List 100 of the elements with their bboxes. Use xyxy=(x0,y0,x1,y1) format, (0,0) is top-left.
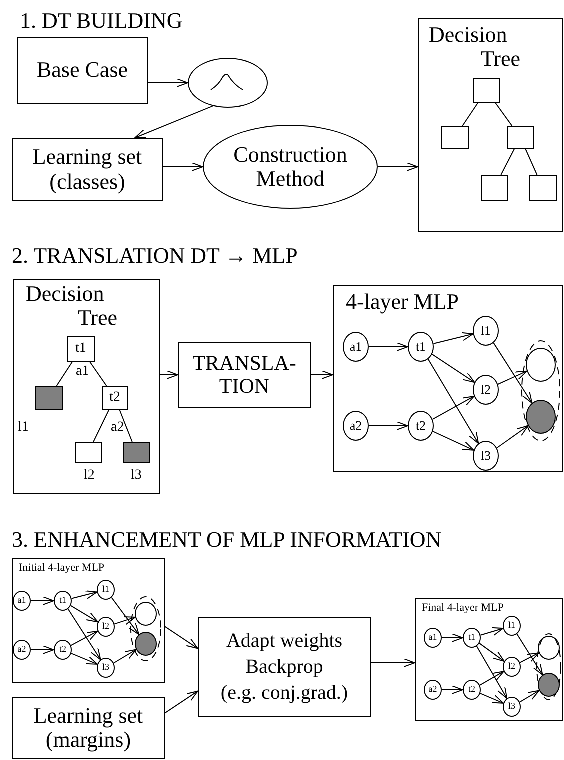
node-label: l2 xyxy=(480,382,492,398)
arrow xyxy=(428,358,480,444)
node-label: t2 xyxy=(468,685,476,695)
node-label: l2 xyxy=(508,662,516,672)
node-label: l1 xyxy=(480,324,492,338)
connector-line xyxy=(462,102,479,126)
arrow xyxy=(134,106,214,138)
node-label: Learning set (margins) xyxy=(32,704,144,752)
output-neuron-circle xyxy=(135,632,157,656)
arrow xyxy=(113,649,137,664)
arrow xyxy=(480,627,504,636)
neuron-circle xyxy=(503,657,521,677)
tree-node-box xyxy=(481,175,508,201)
arrow xyxy=(480,693,504,704)
arrow xyxy=(148,78,188,88)
node-label: l3 xyxy=(480,448,492,464)
connector-line xyxy=(500,148,516,176)
arrow xyxy=(70,653,98,665)
neuron-circle xyxy=(473,375,499,405)
arrow xyxy=(114,616,136,626)
neuron-circle xyxy=(463,680,481,700)
arrow xyxy=(520,652,540,664)
arrow xyxy=(432,431,474,451)
connector-line xyxy=(525,148,538,176)
neuron-circle xyxy=(473,441,499,471)
arrow xyxy=(496,426,529,449)
node-label: 4-layer MLP xyxy=(346,290,460,314)
process-box xyxy=(198,617,371,717)
node-caption: l2 xyxy=(84,468,95,484)
arrow xyxy=(160,370,178,380)
tree-node-box xyxy=(102,386,128,410)
tree-node-box xyxy=(67,336,95,362)
node-label: l3 xyxy=(102,663,110,673)
neuron-circle xyxy=(97,658,115,678)
section-heading: 3. ENHANCEMENT OF MLP INFORMATION xyxy=(12,527,442,553)
node-label: a2 xyxy=(18,645,26,655)
node-label: l1 xyxy=(508,621,516,631)
arrow xyxy=(164,626,198,650)
node-caption: a2 xyxy=(111,420,124,436)
network-panel xyxy=(333,285,563,472)
arrow xyxy=(432,396,475,420)
node-label: t1 xyxy=(468,633,476,643)
process-box xyxy=(12,138,163,201)
node-label: a1 xyxy=(428,633,438,643)
arrow xyxy=(442,634,464,642)
neuron-circle xyxy=(13,640,31,660)
tree-node-box xyxy=(507,126,534,149)
neuron-circle xyxy=(97,617,115,637)
output-neuron-circle xyxy=(538,673,560,697)
connector-line xyxy=(56,362,73,386)
node-label: Base Case xyxy=(36,58,128,83)
neuron-circle xyxy=(473,316,499,346)
node-label: Backprop xyxy=(246,656,324,678)
arrow xyxy=(493,342,533,404)
neuron-circle xyxy=(424,628,442,648)
arrow xyxy=(516,634,544,676)
arrow xyxy=(368,342,408,352)
neuron-circle xyxy=(54,591,72,611)
neuron-circle xyxy=(13,591,31,611)
tree-node-box xyxy=(441,126,469,149)
arrow xyxy=(433,332,474,344)
tree-node-box xyxy=(529,175,557,201)
neuron-circle xyxy=(343,332,369,362)
neuron-circle xyxy=(463,628,481,648)
node-label: l1 xyxy=(102,585,110,595)
arrow xyxy=(71,590,98,600)
connector-line xyxy=(93,410,110,442)
node-label: Final 4-layer MLP xyxy=(422,602,504,614)
connector-line xyxy=(90,362,108,386)
tree-node-box xyxy=(473,78,500,103)
node-label: Decision Tree xyxy=(429,23,522,72)
tree-node-box xyxy=(75,442,102,463)
decision-tree-panel xyxy=(13,279,160,494)
node-label: a1 xyxy=(350,340,362,354)
ellipse-node xyxy=(188,58,268,108)
output-neuron-circle xyxy=(538,636,560,660)
decision-tree-panel xyxy=(418,18,563,232)
node-label: t2 xyxy=(416,418,426,434)
neuron-circle xyxy=(408,411,434,441)
connector-line xyxy=(495,102,513,126)
node-label: Decision Tree xyxy=(26,282,119,330)
node-label: Construction Method xyxy=(232,142,348,192)
arrow xyxy=(368,422,408,430)
arrow xyxy=(519,690,540,703)
output-neuron-circle xyxy=(135,602,157,626)
node-caption: l3 xyxy=(131,468,142,484)
process-box xyxy=(178,342,311,408)
arrow xyxy=(310,370,334,380)
section-heading: 1. DT BUILDING xyxy=(20,8,183,34)
node-label: t2 xyxy=(110,390,120,406)
node-label: Learning set (classes) xyxy=(32,145,144,194)
arrow xyxy=(70,605,99,623)
process-ellipse xyxy=(203,125,378,209)
arrow xyxy=(162,162,204,172)
arrow xyxy=(479,642,505,662)
arrow xyxy=(70,630,98,646)
node-label: Adapt weights xyxy=(226,630,343,652)
node-label: Initial 4-layer MLP xyxy=(19,562,105,574)
arrow xyxy=(498,370,528,385)
output-neuron-circle xyxy=(526,348,556,382)
